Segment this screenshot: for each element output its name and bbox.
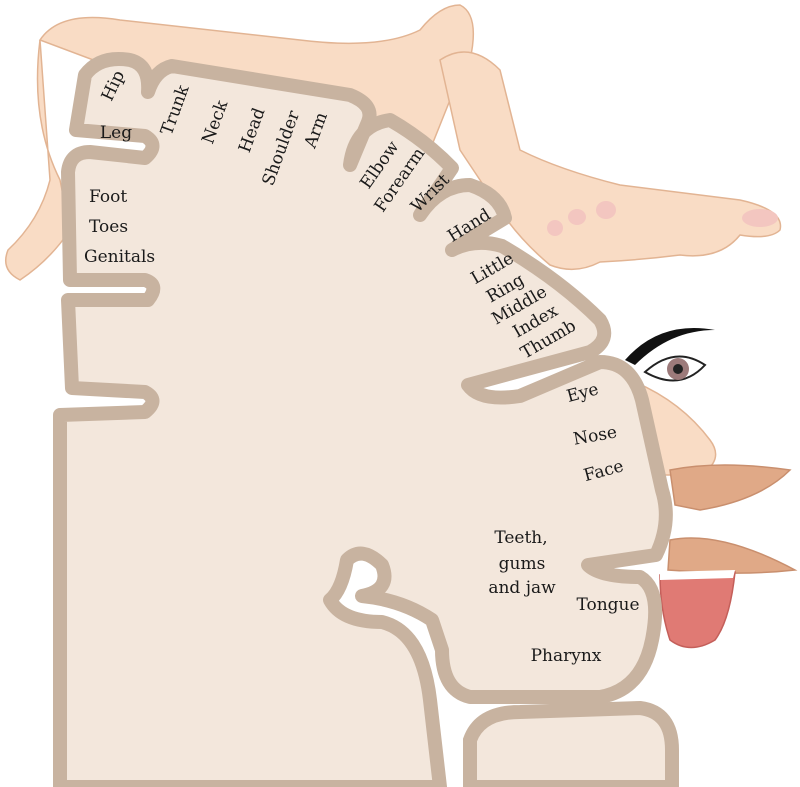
eyebrow-shape [625,328,715,365]
foot-shape [5,39,71,281]
lower-gyrus [463,700,679,787]
label-genitals: Genitals [84,247,155,267]
cortex-section [53,52,673,787]
label-tongue: Tongue [576,595,639,615]
fingernail-shape [568,209,586,225]
label-foot: Foot [89,187,127,207]
fingernail-shape [547,220,563,236]
thumbnail-shape [742,209,778,227]
label-teeth-line1: Teeth, [494,528,547,548]
upper-lip-shape [669,464,792,511]
fingernail-shape [596,201,616,219]
label-leg: Leg [100,123,132,143]
label-teeth-line3: and jaw [488,578,556,598]
lower-lip-shape [667,537,798,574]
label-toes: Toes [89,217,128,237]
tongue-shape [659,571,736,649]
hand-illustration [439,51,782,271]
teeth-shape [660,570,735,580]
label-pharynx: Pharynx [531,646,602,666]
label-teeth-line2: gums [499,554,546,574]
hand-shape [439,51,782,271]
pupil-shape [673,364,683,374]
